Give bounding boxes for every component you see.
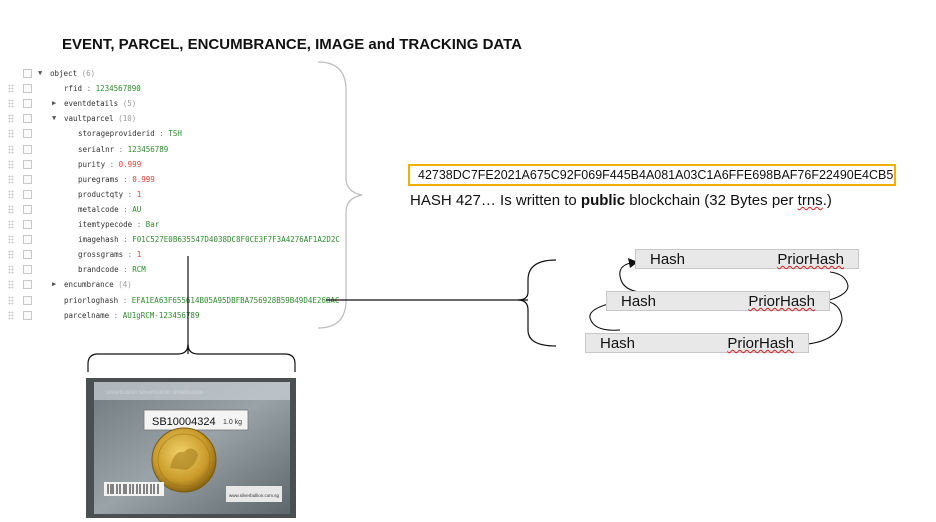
block-hash-label: Hash — [621, 292, 656, 311]
hash-note-prefix: HASH 427… Is written to — [410, 192, 581, 209]
chain-block-bottom: Hash PriorHash — [585, 333, 809, 353]
block-priorhash-label: PriorHash — [748, 292, 815, 311]
block-hash-label: Hash — [650, 250, 685, 269]
photo-label-code: SB10004324 — [152, 416, 216, 428]
priorhash-text: PriorHash — [777, 251, 844, 268]
hash-note-bold: public — [581, 192, 625, 209]
hash-note-mid: blockchain (32 Bytes per — [625, 192, 798, 209]
tree-brace — [318, 62, 362, 328]
hash-note: HASH 427… Is written to public blockchai… — [410, 192, 832, 209]
photo-site-text: www.silverbullion.com.sg — [229, 493, 280, 498]
block-priorhash-label: PriorHash — [727, 334, 794, 353]
chain-block-top: Hash PriorHash — [635, 249, 859, 269]
block-priorhash-label: PriorHash — [777, 250, 844, 269]
photo-label-weight: 1.0 kg — [223, 419, 242, 426]
block-hash-label: Hash — [600, 334, 635, 353]
parcel-photo: silverbullion silverbullion silverbullio… — [86, 378, 296, 518]
parcel-photo-image: silverbullion silverbullion silverbullio… — [86, 378, 296, 518]
hash-note-suffix: .) — [823, 192, 832, 209]
chain-brace — [518, 260, 556, 346]
priorhash-text: PriorHash — [748, 293, 815, 310]
hash-note-spell: trns — [798, 192, 823, 209]
chain-block-middle: Hash PriorHash — [606, 291, 830, 311]
hash-value-box: 42738DC7FE2021A675C92F069F445B4A081A03C1… — [408, 164, 896, 186]
svg-text:silverbullion silverbullion si: silverbullion silverbullion silverbullio… — [106, 390, 203, 396]
photo-brace — [88, 344, 295, 372]
priorhash-text: PriorHash — [727, 335, 794, 352]
